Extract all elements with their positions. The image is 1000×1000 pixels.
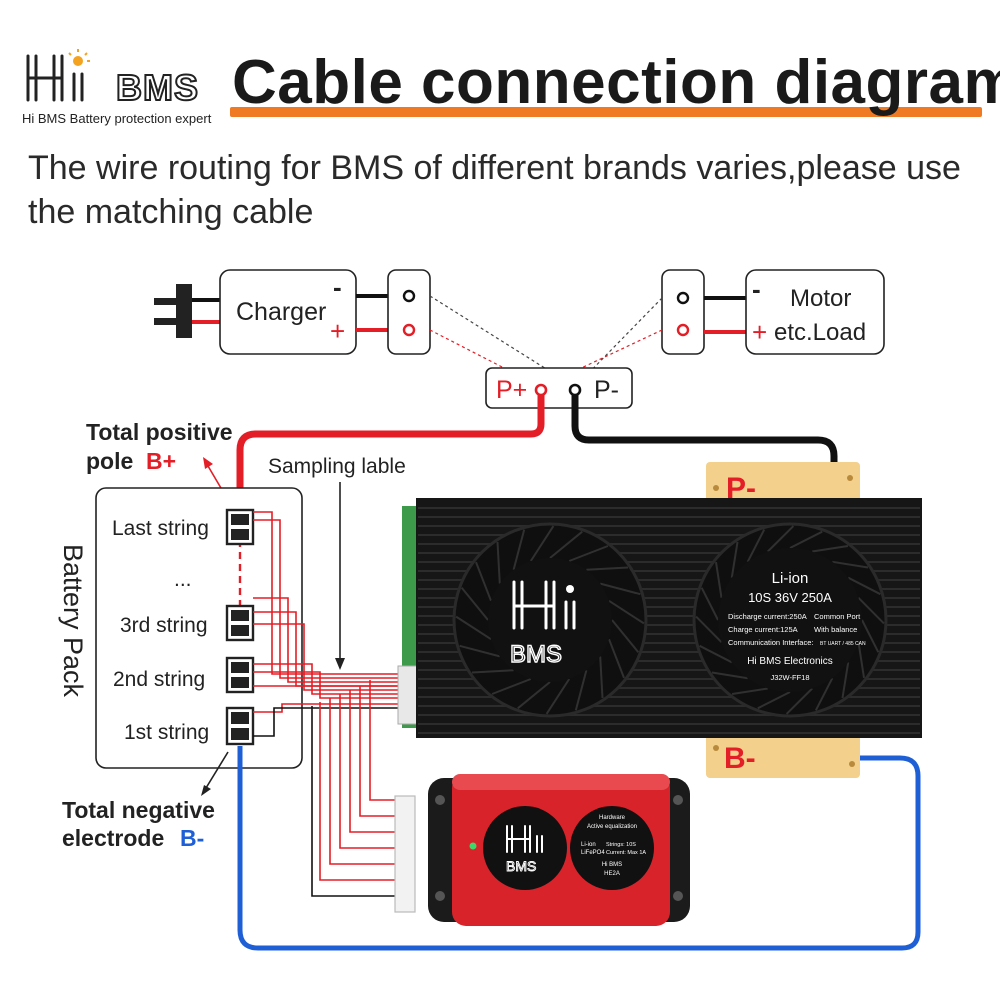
spec-balance: With balance	[814, 625, 857, 634]
total-positive-label: Total positive	[86, 419, 233, 445]
bms-logo-text: BMS	[510, 641, 562, 668]
active-balancer	[428, 774, 690, 926]
load-plus: +	[752, 317, 767, 347]
p-terminal-box	[485, 367, 633, 409]
battery-cell-1st	[225, 706, 255, 746]
spec-brand: Hi BMS Electronics	[747, 656, 833, 667]
load-box	[745, 269, 885, 355]
battery-cell-2nd	[225, 656, 255, 694]
battery-cell-3rd	[225, 604, 255, 642]
spec-charge: Charge current:125A	[728, 625, 798, 634]
bms-fan-right	[692, 522, 888, 718]
load-minus-terminal	[676, 291, 690, 305]
balancer-hi-logo-icon	[506, 825, 543, 853]
total-positive-label-2: pole	[86, 448, 133, 474]
bms-hi-logo-icon	[512, 580, 576, 630]
power-plug-icon	[154, 284, 222, 338]
load-label-line1: Motor	[790, 285, 851, 312]
p-minus-label: P-	[594, 376, 619, 404]
charger-terminal	[387, 269, 431, 355]
balancer-heading1: Hardware	[599, 815, 626, 821]
sampling-wires	[253, 511, 398, 897]
balancer-chem1: Li-ion	[581, 842, 596, 848]
charger-box	[219, 269, 357, 355]
balancer-heading2: Active equalization	[587, 824, 637, 830]
b-minus-label: B-	[180, 825, 204, 851]
bms-sampling-connector	[397, 665, 419, 725]
balancer-model: HE2A	[604, 871, 620, 877]
charger-minus-terminal	[402, 289, 416, 303]
spec-discharge: Discharge current:250A	[728, 612, 807, 621]
b-minus-arrow	[201, 751, 229, 796]
string-label-ellipsis: ...	[174, 568, 192, 591]
sampling-arrow	[335, 482, 345, 670]
hi-bms-logo: BMS	[26, 49, 199, 109]
bms-fan-left	[452, 522, 648, 718]
logo-subtitle: Hi BMS Battery protection expert	[22, 111, 212, 126]
balancer-logo-text: BMS	[506, 858, 536, 874]
battery-cell-last	[225, 508, 255, 546]
battery-pack-label: Battery Pack	[58, 544, 88, 698]
load-plus-terminal	[676, 323, 690, 337]
bms-b-minus-text: B-	[724, 742, 756, 775]
charger-minus: -	[333, 272, 342, 302]
balancer-strings: Strings: 10S	[606, 842, 636, 848]
battery-pack-box	[95, 487, 303, 769]
spec-comm: Communication Interface:	[728, 638, 813, 647]
page-subtitle: The wire routing for BMS of different br…	[28, 149, 961, 231]
total-negative-label-2: electrode	[62, 825, 164, 851]
balancer-current: Current: Max 1A	[606, 850, 646, 856]
charger-plus: +	[330, 316, 345, 346]
charger-label: Charger	[236, 298, 326, 326]
balancer-chem2: LiFePO4	[581, 850, 605, 856]
string-label-1st: 1st string	[124, 721, 209, 744]
string-label-last: Last string	[112, 517, 209, 540]
load-label-line2: etc.Load	[774, 319, 866, 346]
spec-comm-opts: BT UART / 485 CAN	[820, 641, 866, 647]
charger-plus-terminal	[402, 323, 416, 337]
title-underline	[230, 107, 982, 117]
spec-title: Li-ion	[772, 570, 809, 587]
balancer-brand: Hi BMS	[602, 862, 622, 868]
logo-bms-text: BMS	[116, 67, 199, 108]
spec-model: 10S 36V 250A	[748, 590, 832, 605]
string-label-2nd: 2nd string	[113, 668, 205, 691]
balancer-connector	[394, 795, 416, 913]
string-label-3rd: 3rd string	[120, 614, 208, 637]
p-plus-label: P+	[496, 376, 527, 404]
b-plus-label: B+	[146, 448, 176, 474]
load-minus: -	[752, 274, 761, 304]
load-terminal	[661, 269, 705, 355]
bms-b-minus-tab	[706, 734, 860, 778]
total-negative-label: Total negative	[62, 797, 215, 823]
sampling-label: Sampling lable	[268, 455, 406, 478]
page-title: Cable connection diagram	[232, 48, 1000, 117]
spec-port: Common Port	[814, 612, 861, 621]
spec-code: J32W-FF18	[770, 673, 809, 682]
